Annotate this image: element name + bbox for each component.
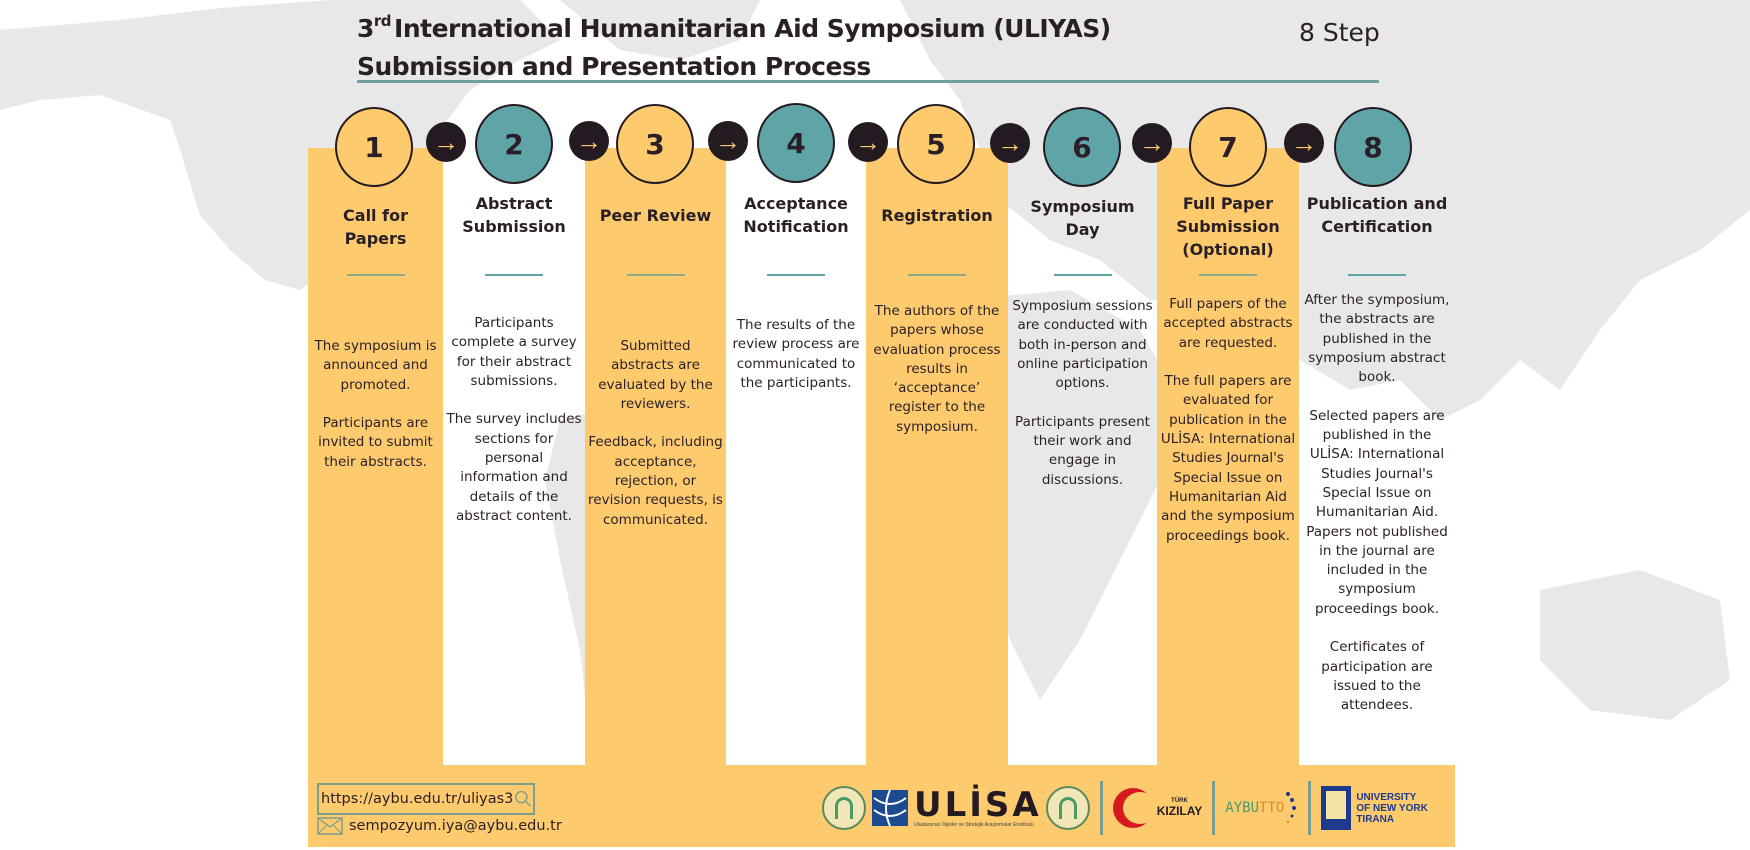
step-number-circle: 3 <box>616 104 694 184</box>
unyt-line-3: TIRANA <box>1356 813 1395 825</box>
arrow-right-icon: → <box>1132 123 1172 163</box>
step-number-circle: 5 <box>897 104 975 184</box>
unyt-line-2: OF NEW YORK <box>1356 802 1428 814</box>
step-number-circle: 8 <box>1334 107 1412 187</box>
title-text: International Humanitarian Aid Symposium… <box>394 14 1111 43</box>
step-description: After the symposium, the abstracts are p… <box>1304 292 1450 714</box>
arrow-right-icon: → <box>708 121 748 161</box>
step-column-fill <box>1157 148 1299 765</box>
step-column-fill <box>726 148 866 765</box>
arrow-right-icon: → <box>848 122 888 162</box>
step-column-fill <box>308 148 443 765</box>
arrow-right-icon: → <box>1284 123 1324 163</box>
search-icon <box>515 790 532 807</box>
step-count-label: 8 Step <box>1299 18 1380 47</box>
step-description: Full papers of the accepted abstracts ar… <box>1160 296 1296 544</box>
step-title: Call for Papers <box>343 206 408 248</box>
website-link[interactable]: https://aybu.edu.tr/uliyas3 <box>317 783 535 815</box>
unyt-logo: UNIVERSITY OF NEW YORK TIRANA <box>1321 786 1428 830</box>
step-number-circle: 4 <box>757 103 835 183</box>
step-description: The authors of the papers whose evaluati… <box>873 303 1001 435</box>
title-ordinal: 3 <box>357 14 374 43</box>
step-title: Publication and Certification <box>1306 194 1448 236</box>
step-divider <box>908 274 966 276</box>
aybu-text: AYBU <box>1225 800 1260 816</box>
logo-separator <box>1308 781 1312 835</box>
step-column-2: 2 Abstract Submission Participants compl… <box>443 0 585 765</box>
step-column-fill <box>866 148 1008 765</box>
step-column-8: 8 Publication and Certification After th… <box>1299 0 1455 765</box>
step-title: Registration <box>881 206 993 225</box>
university-seal-icon <box>822 786 866 830</box>
website-url[interactable]: https://aybu.edu.tr/uliyas3 <box>321 791 514 807</box>
ulisa-wordmark: ULİSA <box>914 785 1042 825</box>
title-line-2: Submission and Presentation Process <box>357 52 871 81</box>
step-number-circle: 1 <box>335 107 413 187</box>
kizilay-small-text: TÜRK <box>1171 798 1188 804</box>
step-description: Submitted abstracts are evaluated by the… <box>588 338 723 528</box>
partner-logos: ULİSA Uluslararası İlişkiler ve Strateji… <box>822 773 1428 843</box>
step-number-circle: 6 <box>1043 107 1121 187</box>
step-description: Participants complete a survey for their… <box>446 315 582 524</box>
title-ordinal-suffix: rd <box>373 12 392 30</box>
step-column-fill <box>585 148 726 765</box>
step-column-6: 6 Symposium Day Symposium sessions are c… <box>1008 0 1157 765</box>
email-link[interactable]: sempozyum.iya@aybu.edu.tr <box>317 817 562 835</box>
step-title: Acceptance Notification <box>743 194 849 236</box>
university-seal-icon <box>1045 786 1090 830</box>
arrow-right-icon: → <box>426 122 466 162</box>
step-column-1: 1 Call for Papers The symposium is annou… <box>308 0 443 765</box>
step-divider <box>1348 274 1406 276</box>
ulisa-subtitle: Uluslararası İlişkiler ve Stratejik Araş… <box>914 822 1034 828</box>
step-divider <box>626 274 685 276</box>
title-divider <box>357 80 1379 83</box>
step-column-4: 4 Acceptance Notification The results of… <box>726 0 866 765</box>
logo-separator <box>1212 781 1216 835</box>
step-description: The symposium is announced and promoted.… <box>314 338 437 470</box>
mail-icon <box>317 817 343 835</box>
step-divider <box>1199 274 1257 276</box>
kizilay-big-text: KIZILAY <box>1156 804 1203 818</box>
step-number-circle: 7 <box>1189 107 1267 187</box>
step-column-7: 7 Full Paper Submission (Optional) Full … <box>1157 0 1299 765</box>
aybu-seal-logo <box>822 786 866 830</box>
step-divider <box>1053 274 1112 276</box>
unyt-line-1: UNIVERSITY <box>1356 791 1417 803</box>
step-description: The results of the review process are co… <box>732 317 860 391</box>
dotted-ring-icon <box>1286 792 1297 824</box>
ulisa-logo: ULİSA Uluslararası İlişkiler ve Strateji… <box>866 788 1042 828</box>
step-description: Symposium sessions are conducted with bo… <box>1012 298 1153 488</box>
step-title: Peer Review <box>599 206 712 225</box>
step-number-circle: 2 <box>475 104 553 184</box>
tto-text: TTO <box>1259 800 1285 816</box>
turk-kizilay-logo: TÜRK KIZILAY <box>1112 788 1203 828</box>
step-column-5: 5 Registration The authors of the papers… <box>866 0 1008 765</box>
footer: https://aybu.edu.tr/uliyas3 sempozyum.iy… <box>308 765 1455 847</box>
arrow-right-icon: → <box>990 123 1030 163</box>
step-divider <box>485 274 543 276</box>
arrow-right-icon: → <box>569 121 609 161</box>
ulisa-globe-icon <box>872 790 908 826</box>
aybu-seal-logo-2 <box>1045 786 1090 830</box>
unyt-emblem-icon <box>1321 786 1352 830</box>
email-address[interactable]: sempozyum.iya@aybu.edu.tr <box>349 818 562 834</box>
logo-separator <box>1099 781 1103 835</box>
step-divider <box>346 274 405 276</box>
red-crescent-icon <box>1112 788 1157 828</box>
step-divider <box>767 274 825 276</box>
step-title: Symposium Day <box>1030 197 1135 239</box>
step-title: Abstract Submission <box>462 194 566 236</box>
step-title: Full Paper Submission (Optional) <box>1176 194 1280 259</box>
step-column-3: 3 Peer Review Submitted abstracts are ev… <box>585 0 726 765</box>
